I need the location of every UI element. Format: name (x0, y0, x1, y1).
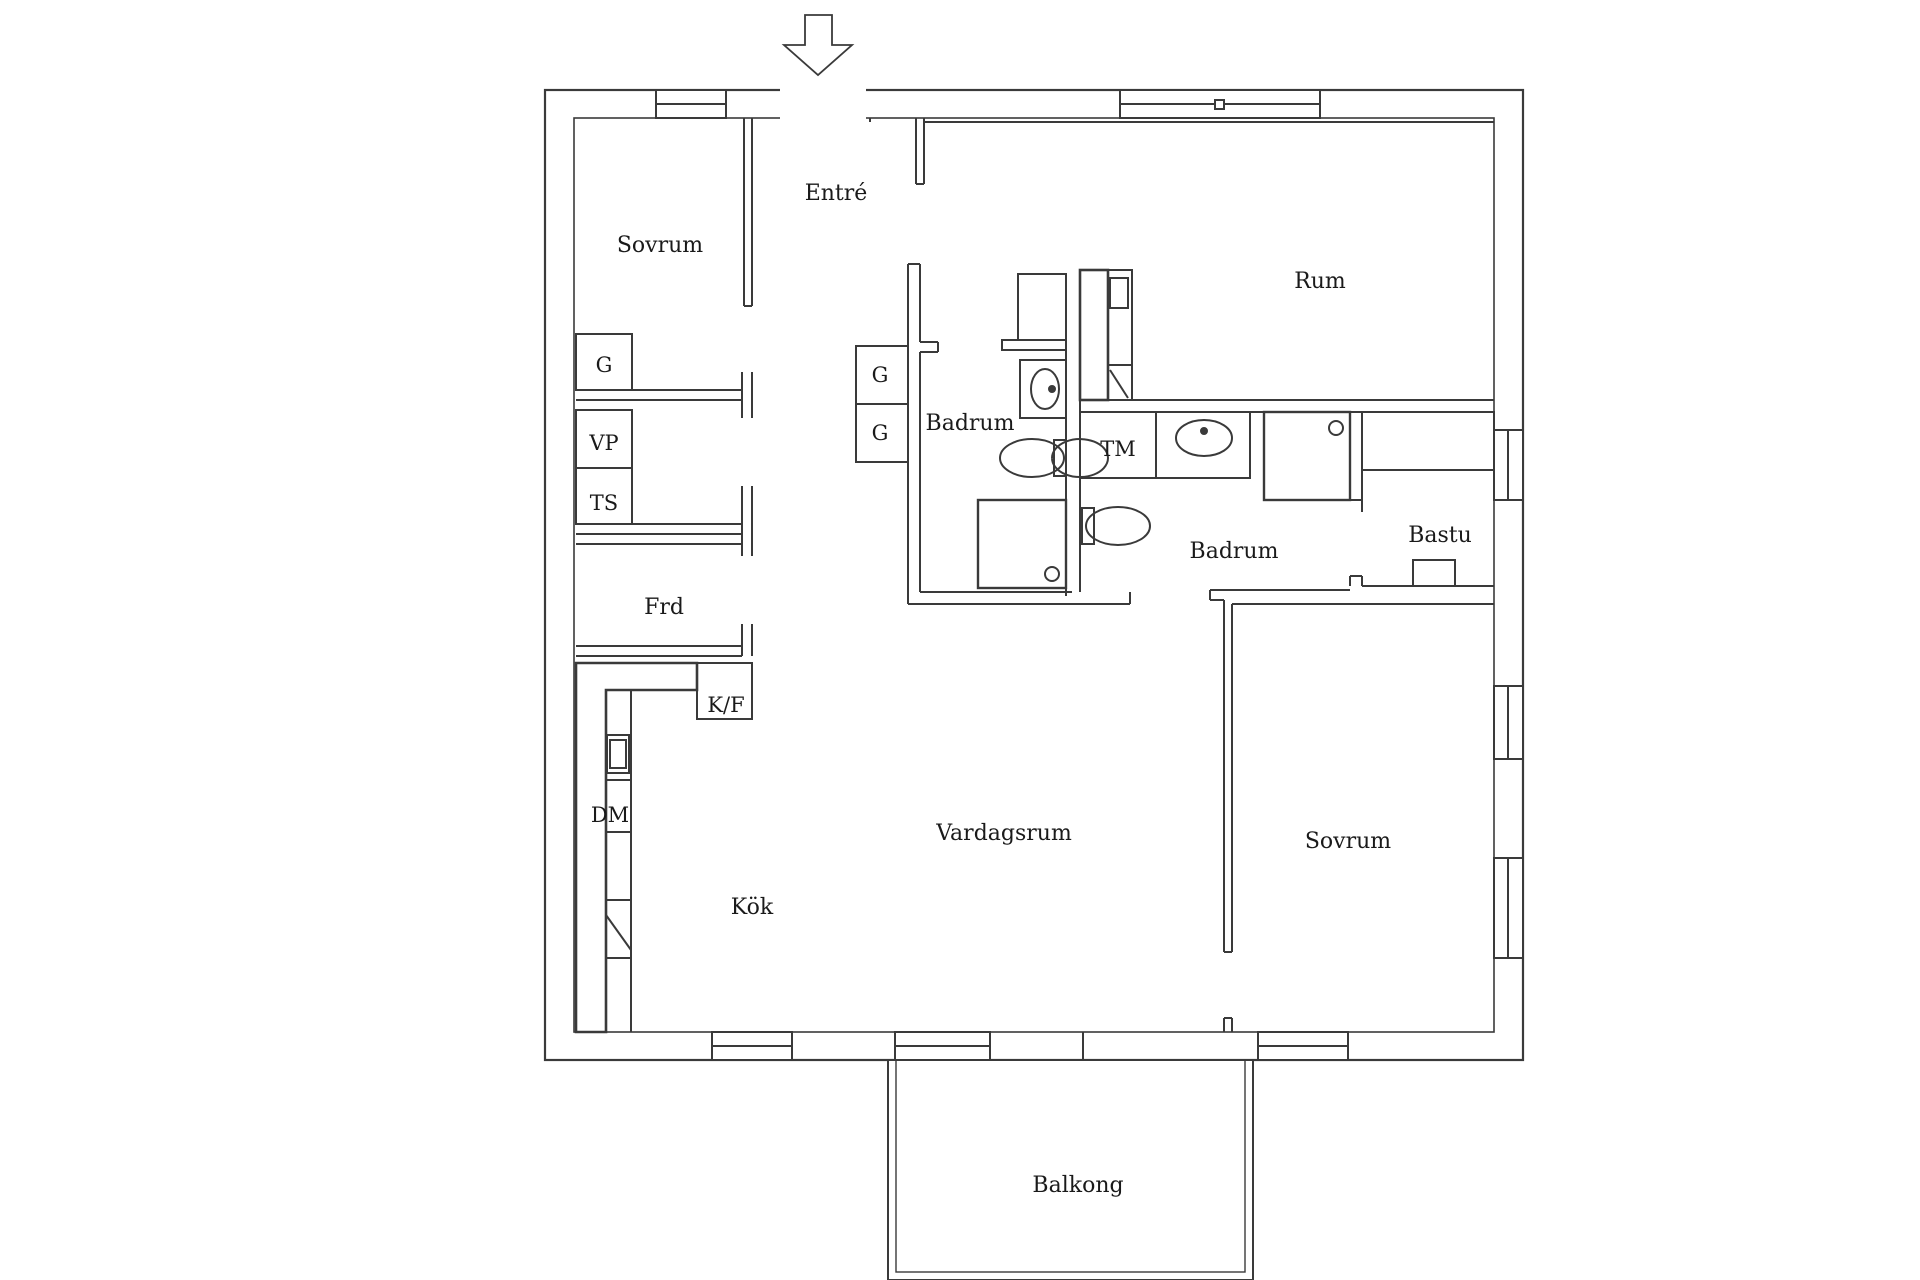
kitchen-counter (574, 661, 699, 1034)
inner-wall-outline (573, 117, 1495, 1033)
fixture-label-g-hall-1: G (872, 363, 889, 387)
sauna-heater (1412, 559, 1456, 587)
toilet-right (1081, 507, 1095, 545)
room-label-kok: Kök (731, 895, 774, 920)
entrance-door-gap (780, 88, 866, 120)
room-label-frd: Frd (644, 595, 684, 620)
fixture-label-g-sovrum: G (596, 353, 613, 377)
room-label-sovrum-top: Sovrum (617, 233, 703, 258)
fixture-label-g-hall-2: G (872, 421, 889, 445)
shelf-unit (1017, 273, 1067, 341)
room-label-entre: Entré (805, 181, 868, 206)
shower-left (976, 498, 1068, 590)
fixture-label-tm: TM (1100, 437, 1136, 461)
entrance-arrow-icon (781, 14, 855, 77)
washbasin-right (1155, 411, 1251, 479)
room-label-vardagsrum: Vardagsrum (935, 821, 1072, 846)
kf-unit (696, 662, 753, 720)
room-label-badrum-right: Badrum (1190, 539, 1279, 564)
sauna-bench (1361, 411, 1495, 471)
fixture-label-dm: DM (591, 803, 629, 827)
room-label-rum: Rum (1294, 269, 1346, 294)
tall-cabinet (1078, 268, 1110, 402)
stove-unit (605, 899, 632, 959)
closet-g-hall-2 (855, 403, 909, 463)
fixture-label-vp: VP (588, 431, 618, 455)
fixture-label-ts: TS (590, 491, 618, 515)
kitchen-sink (606, 734, 630, 774)
shower-right (1262, 410, 1352, 502)
room-label-bastu: Bastu (1408, 523, 1472, 548)
balcony (887, 1059, 1254, 1280)
room-label-balkong: Balkong (1032, 1173, 1123, 1198)
room-label-badrum-left: Badrum (926, 411, 1015, 436)
room-label-sovrum-right: Sovrum (1305, 829, 1391, 854)
fixture-label-kf: K/F (707, 693, 744, 717)
